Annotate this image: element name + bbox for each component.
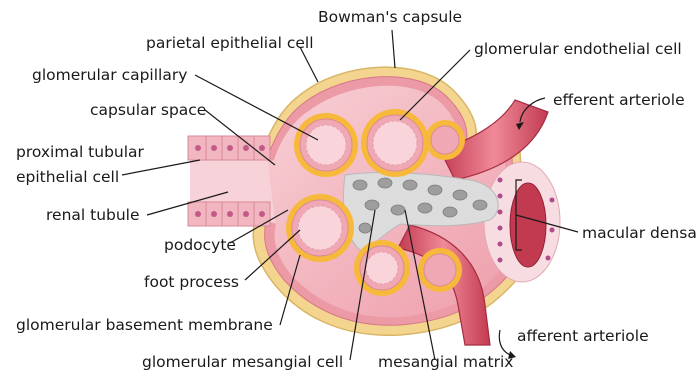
- label-parietal-epithelial-cell: parietal epithelial cell: [146, 36, 314, 52]
- label-afferent-arteriole: afferent arteriole: [517, 329, 649, 345]
- label-glomerular-basement-membrane: glomerular basement membrane: [16, 318, 273, 334]
- label-proximal-tubular-line2: epithelial cell: [16, 170, 119, 186]
- label-capsular-space: capsular space: [90, 103, 206, 119]
- label-glomerular-capillary: glomerular capillary: [32, 68, 187, 84]
- label-proximal-tubular-line1: proximal tubular: [16, 145, 144, 161]
- label-mesangial-matrix: mesangial matrix: [378, 355, 513, 371]
- label-bowmans-capsule: Bowman's capsule: [318, 10, 462, 26]
- label-efferent-arteriole: efferent arteriole: [553, 93, 685, 109]
- label-glomerular-endothelial-cell: glomerular endothelial cell: [474, 42, 682, 58]
- label-renal-tubule: renal tubule: [46, 208, 140, 224]
- label-foot-process: foot process: [144, 275, 239, 291]
- label-glomerular-mesangial-cell: glomerular mesangial cell: [142, 355, 343, 371]
- renal-tubule-shape: [188, 136, 275, 226]
- label-podocyte: podocyte: [164, 238, 236, 254]
- label-macular-densa: macular densa: [582, 226, 697, 242]
